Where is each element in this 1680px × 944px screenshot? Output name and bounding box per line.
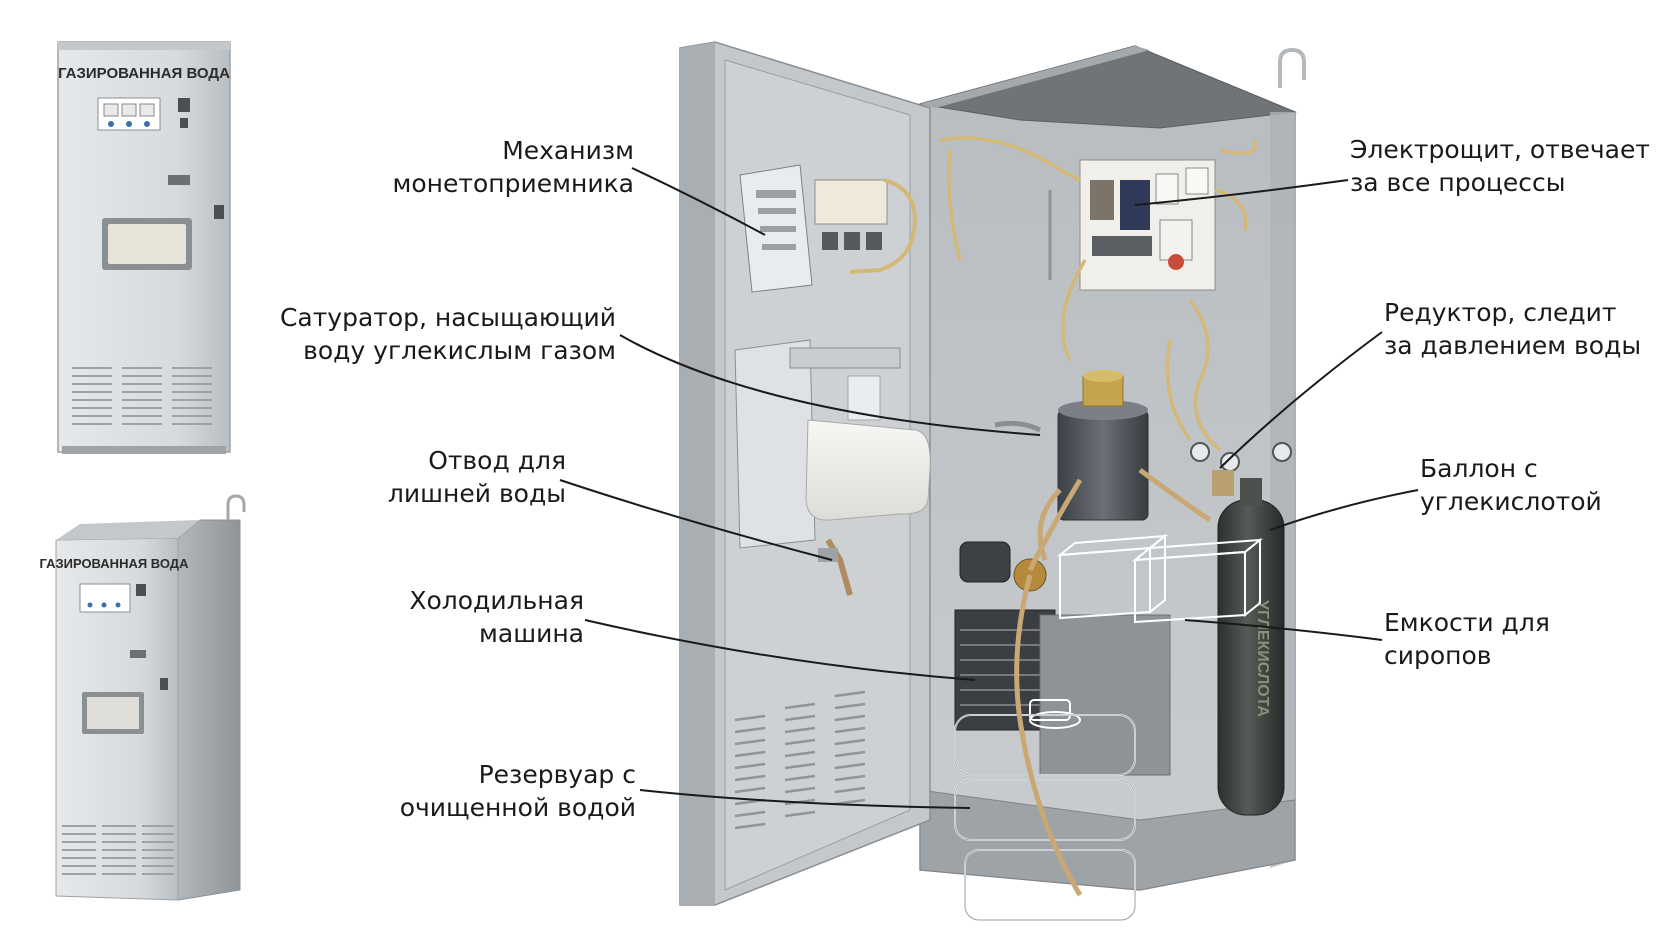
- door-vents: [734, 690, 866, 830]
- door-edge: [680, 42, 715, 905]
- wiring: [939, 136, 1258, 452]
- callout-cylinder-line-2: углекислотой: [1420, 487, 1602, 516]
- callout-electrical-panel: Электрощит, отвечает за все процессы: [1350, 133, 1650, 199]
- callout-coin-line-1: Механизм: [502, 136, 634, 165]
- saturator-tank: [994, 370, 1149, 521]
- coin-mechanism: [739, 164, 917, 293]
- callout-reservoir: Резервуар с очищенной водой: [400, 758, 636, 824]
- top-water-spout: [1278, 47, 1306, 88]
- callout-syrup: Емкости для сиропов: [1384, 606, 1550, 672]
- electrical-panel: [1048, 159, 1216, 291]
- syrup-containers: [1056, 533, 1264, 624]
- callout-cylinder: Баллон с углекислотой: [1420, 452, 1602, 518]
- front-machine-sign: ГАЗИРОВАННАЯ ВОДА: [58, 65, 230, 82]
- leader-panel: [1134, 179, 1349, 206]
- callout-drain: Отвод для лишней воды: [388, 444, 566, 510]
- angled-view-machine: ГАЗИРОВАННАЯ ВОДА: [40, 494, 246, 901]
- callout-panel-line-1: Электрощит, отвечает: [1350, 135, 1650, 164]
- callout-saturator-line-1: Сатуратор, насыщающий: [279, 303, 616, 332]
- leader-reservoir: [639, 789, 971, 809]
- callout-fridge-line-2: машина: [479, 619, 584, 648]
- drain-pipe: [825, 538, 853, 596]
- drip-basin: [805, 419, 931, 521]
- callout-coin-mechanism: Механизм монетоприемника: [393, 134, 634, 200]
- door-relay-box: [814, 179, 888, 225]
- callout-cylinder-line-1: Баллон с: [1420, 454, 1538, 483]
- callout-syrup-line-1: Емкости для: [1384, 608, 1550, 637]
- callout-reservoir-line-1: Резервуар с: [478, 760, 636, 789]
- refrigeration-unit: [954, 541, 1171, 776]
- angled-machine-side: [177, 519, 241, 901]
- callout-reducer-line-2: за давлением воды: [1384, 331, 1642, 360]
- callout-saturator-line-2: воду углекислым газом: [303, 336, 616, 365]
- cylinder-label: УГЛЕКИСЛОТА: [1254, 600, 1271, 717]
- water-spout-pipe: [226, 494, 246, 520]
- compressor-motor: [959, 541, 1011, 583]
- leader-coin: [631, 167, 766, 236]
- open-machine: УГЛЕКИСЛОТА: [679, 41, 1306, 921]
- leader-fridge: [584, 619, 976, 681]
- callout-drain-line-2: лишней воды: [387, 479, 566, 508]
- callout-saturator: Сатуратор, насыщающий воду углекислым га…: [280, 301, 616, 367]
- callout-syrup-line-2: сиропов: [1384, 641, 1492, 670]
- callout-reducer: Редуктор, следит за давлением воды: [1384, 296, 1641, 362]
- front-machine-vents: [72, 367, 212, 425]
- callout-coin-line-2: монетоприемника: [392, 169, 634, 198]
- cabinet-roof: [919, 45, 1297, 129]
- callout-fridge-line-1: Холодильная: [409, 586, 584, 615]
- callout-panel-line-2: за все процессы: [1350, 168, 1566, 197]
- leader-cylinder: [1269, 489, 1419, 531]
- leader-lines: [559, 167, 1419, 809]
- coin-slot: [178, 98, 190, 112]
- cooling-block: [1039, 614, 1171, 776]
- callout-reservoir-line-2: очищенной водой: [399, 793, 636, 822]
- front-view-machine: ГАЗИРОВАННАЯ ВОДА: [57, 41, 231, 454]
- saturator-block: [734, 339, 901, 549]
- callout-reducer-line-1: Редуктор, следит: [1384, 298, 1617, 327]
- leader-syrup: [1184, 619, 1383, 641]
- pressure-reducer: [1190, 442, 1292, 496]
- callout-drain-line-1: Отвод для: [428, 446, 566, 475]
- leader-saturator: [619, 334, 1041, 436]
- angled-machine-sign: ГАЗИРОВАННАЯ ВОДА: [40, 556, 190, 571]
- callout-refrigeration: Холодильная машина: [409, 584, 584, 650]
- hoses: [1014, 467, 1212, 897]
- leader-drain: [559, 479, 833, 561]
- leader-reducer: [1219, 331, 1383, 469]
- co2-cylinder: УГЛЕКИСЛОТА: [1217, 478, 1285, 816]
